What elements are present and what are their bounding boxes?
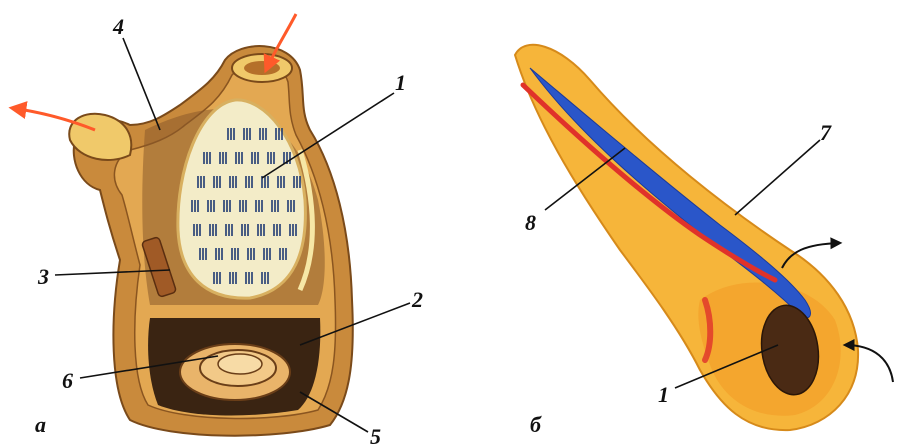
label-a5: 5 <box>370 424 381 446</box>
label-a4: 4 <box>112 14 124 39</box>
gut-coil-inner <box>218 354 262 374</box>
label-a1: 1 <box>395 70 406 95</box>
label-a2: 2 <box>411 287 423 312</box>
panel-letter-a: а <box>35 412 46 437</box>
label-a6: 6 <box>62 368 73 393</box>
leader-b7 <box>735 140 820 215</box>
label-b1: 1 <box>658 382 669 407</box>
label-b7: 7 <box>820 120 832 145</box>
label-a3: 3 <box>37 264 49 289</box>
label-b8: 8 <box>525 210 536 235</box>
panel-letter-b: б <box>530 412 542 437</box>
leader-a4 <box>123 38 160 130</box>
oral-siphon-opening <box>244 61 280 75</box>
larva-drawing <box>515 45 893 430</box>
